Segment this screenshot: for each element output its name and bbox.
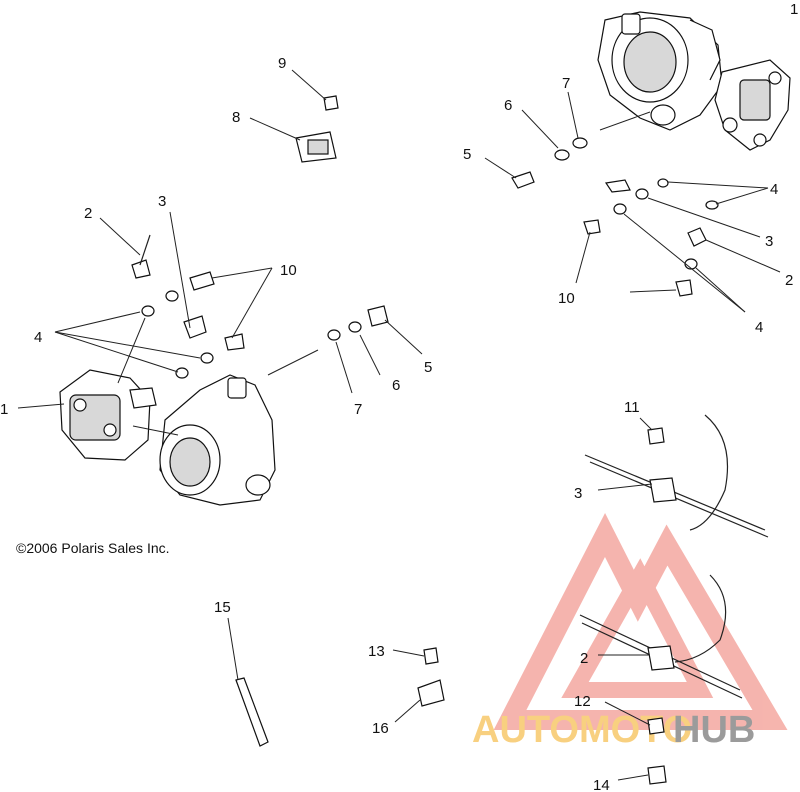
- clip-assembly-upper: [584, 414, 769, 538]
- callout-14: 14: [593, 777, 610, 792]
- callout-7-left: 7: [354, 401, 362, 418]
- callout-3-clip: 3: [574, 485, 582, 502]
- watermark-logo: AUTOMOTO HUB: [472, 513, 788, 751]
- callout-4-left: 4: [34, 329, 42, 346]
- callout-16: 16: [372, 720, 389, 737]
- upper-caliper: [714, 59, 791, 151]
- callout-2-left: 2: [84, 205, 92, 222]
- watermark-inner-triangle-icon: [561, 558, 714, 698]
- left-housing: [159, 374, 276, 506]
- watermark-triangle-icon: [493, 513, 788, 730]
- parts-8-9: [295, 95, 339, 163]
- clip-assembly-lower: [579, 574, 743, 785]
- bottom-hardware: [235, 647, 445, 747]
- callout-4-right-top: 4: [770, 181, 778, 198]
- callout-1-left: 1: [0, 401, 8, 418]
- watermark-text-part2: HUB: [673, 709, 755, 751]
- callout-8: 8: [232, 109, 240, 126]
- callout-5-left: 5: [424, 359, 432, 376]
- callout-10-left: 10: [280, 262, 297, 279]
- copyright-notice: ©2006 Polaris Sales Inc.: [16, 540, 170, 556]
- callout-13: 13: [368, 643, 385, 660]
- callout-9: 9: [278, 55, 286, 72]
- upper-hardware: [511, 137, 719, 297]
- callout-6-right: 6: [504, 97, 512, 114]
- left-caliper: [59, 369, 157, 461]
- callout-10-right: 10: [558, 290, 575, 307]
- callout-5-right: 5: [463, 146, 471, 163]
- callout-15: 15: [214, 599, 231, 616]
- callout-3-right: 3: [765, 233, 773, 250]
- callout-2-right: 2: [785, 272, 793, 289]
- callout-3-left: 3: [158, 193, 166, 210]
- leader-lines: [17, 69, 781, 781]
- callout-2-clip: 2: [580, 650, 588, 667]
- callout-1-right: 1: [790, 1, 798, 18]
- upper-housing: [597, 11, 723, 131]
- callout-11: 11: [624, 399, 640, 416]
- callout-6-left: 6: [392, 377, 400, 394]
- callout-7-right: 7: [562, 75, 570, 92]
- left-hardware: [131, 234, 389, 379]
- callout-12: 12: [574, 693, 591, 710]
- callout-4-right-bottom: 4: [755, 319, 763, 336]
